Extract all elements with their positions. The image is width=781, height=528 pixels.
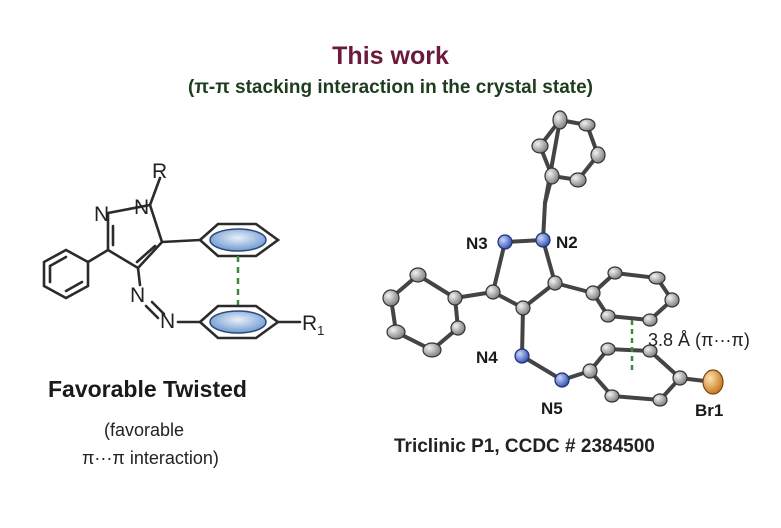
left-structure-drawing: [42, 176, 302, 340]
lower-ring-pi-highlight: [209, 310, 267, 334]
carbon-atoms: [382, 110, 688, 407]
r-label: R: [152, 160, 167, 183]
left-caption-line3: π···π interaction): [82, 448, 219, 468]
n-r-bond: [148, 176, 162, 207]
n-label-left: N: [94, 203, 109, 226]
r1-label: R1: [302, 312, 324, 338]
atom-label-n4: N4: [476, 348, 498, 367]
upper-aryl-ring: [198, 222, 281, 258]
right-caption: Triclinic P1, CCDC # 2384500: [394, 436, 655, 457]
page-subtitle: (π-π stacking interaction in the crystal…: [188, 77, 593, 98]
left-caption-line2: (favorable: [104, 420, 185, 440]
bromine-atom: [702, 369, 724, 395]
azo-n2-label: N: [160, 310, 175, 333]
crystal-structure-drawing: [382, 110, 724, 407]
left-caption-title: Favorable Twisted: [48, 376, 247, 402]
pyrazole-ring: [106, 203, 164, 270]
atom-label-n3: N3: [466, 234, 488, 253]
nitrogen-atoms: [497, 232, 570, 388]
distance-label: 3.8 Å (π···π): [648, 330, 750, 350]
atom-label-n2: N2: [556, 233, 578, 252]
upper-ring-pi-highlight: [209, 228, 267, 252]
atom-label-br1: Br1: [695, 401, 723, 420]
page-title: This work: [332, 42, 449, 70]
n-label-right: N: [134, 196, 149, 219]
atom-label-n5: N5: [541, 399, 563, 418]
azo-n1-label: N: [130, 284, 145, 307]
left-phenyl-ring: [42, 248, 90, 300]
